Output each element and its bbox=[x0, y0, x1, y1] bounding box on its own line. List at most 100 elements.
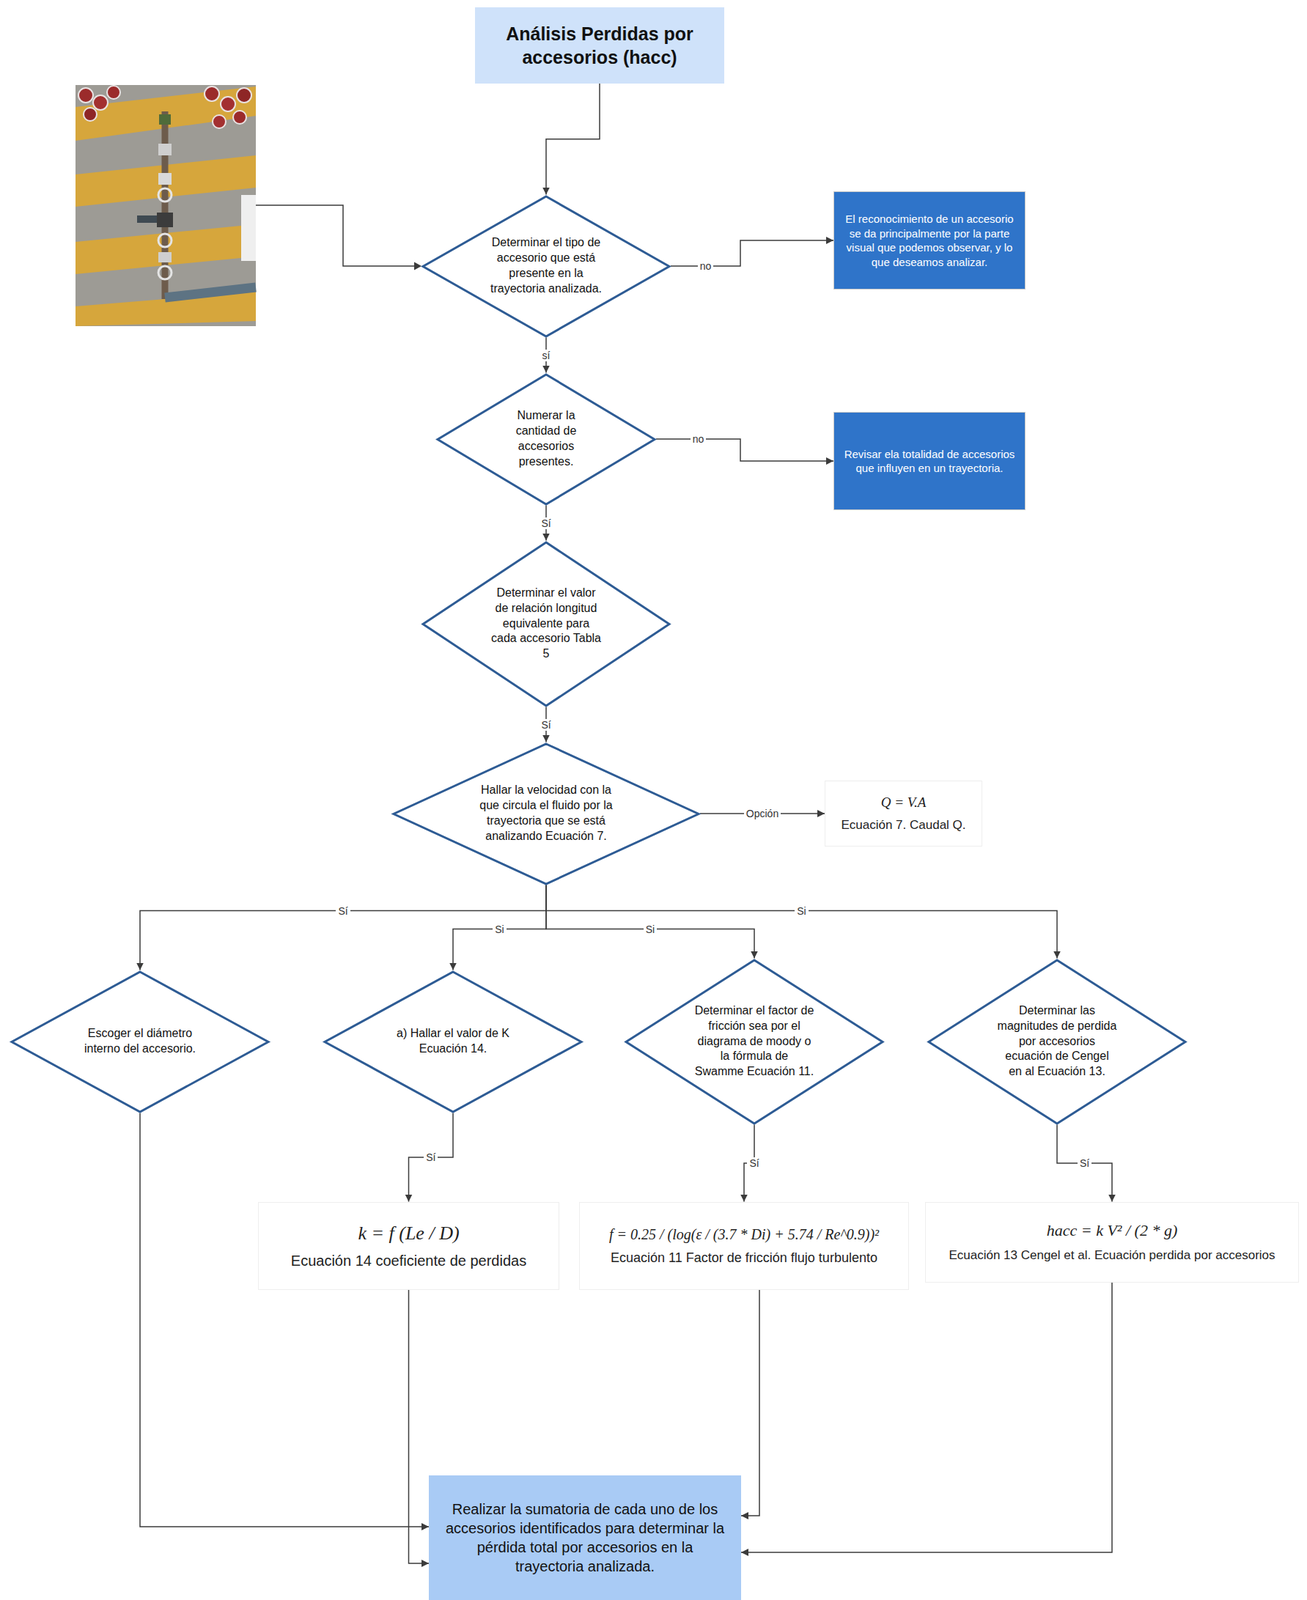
node-caption: Ecuación 13 Cengel et al. Ecuación perdi… bbox=[948, 1247, 1275, 1264]
connector bbox=[741, 1290, 760, 1517]
node-text: Determinar las magnitudes de perdida por… bbox=[997, 1003, 1118, 1080]
decision-diamond: Escoger el diámetro interno del accesori… bbox=[10, 970, 270, 1114]
connector bbox=[744, 1125, 755, 1203]
diamond-shape bbox=[422, 196, 670, 337]
diamond-outline bbox=[421, 194, 671, 338]
diamond-shape bbox=[437, 374, 655, 505]
decision-diamond: Determinar el factor de fricción sea por… bbox=[624, 958, 885, 1126]
node-caption: Ecuación 14 coeficiente de perdidas bbox=[291, 1251, 527, 1271]
diamond-shape bbox=[393, 744, 699, 885]
node-text: Escoger el diámetro interno del accesori… bbox=[80, 1026, 201, 1058]
equation-box: hacc = k V² / (2 * g) Ecuación 13 Cengel … bbox=[925, 1202, 1299, 1283]
edge-label: Sí bbox=[1077, 1157, 1092, 1170]
decision-diamond: Hallar la velocidad con la que circula e… bbox=[392, 742, 701, 886]
pipe-cap bbox=[93, 95, 108, 110]
pipe-hose bbox=[164, 287, 256, 298]
decision-diamond: a) Hallar el valor de K Ecuación 14. bbox=[323, 970, 583, 1114]
node-caption: Ecuación 11 Factor de fricción flujo tur… bbox=[610, 1249, 878, 1267]
pipe-cap bbox=[220, 96, 236, 112]
node-text: Determinar el tipo de accesorio que está… bbox=[488, 235, 604, 297]
pipe-fitting bbox=[159, 114, 171, 125]
tee-fitting bbox=[156, 212, 173, 228]
edge-label: Sí bbox=[335, 905, 350, 918]
connector bbox=[453, 885, 547, 971]
valve-handle bbox=[158, 233, 172, 248]
connector bbox=[545, 337, 547, 374]
edge-label: no bbox=[697, 260, 714, 272]
edge-label: Sí bbox=[423, 1151, 438, 1164]
diamond-text: Escoger el diámetro interno del accesori… bbox=[80, 1026, 201, 1058]
pipe-cap bbox=[236, 87, 252, 103]
diamond-shape bbox=[11, 972, 269, 1113]
node-text: Revisar ela totalidad de accesorios que … bbox=[842, 447, 1016, 476]
connector bbox=[545, 707, 547, 743]
node-text: El reconocimiento de un accesorio se da … bbox=[842, 211, 1016, 270]
diamond-text: a) Hallar el valor de K Ecuación 14. bbox=[393, 1026, 514, 1058]
edge-label: Opción bbox=[744, 807, 781, 820]
node-text: Numerar la cantidad de accesorios presen… bbox=[495, 408, 597, 470]
diamond-text: Determinar el valor de relación longitud… bbox=[488, 585, 604, 662]
title-box: Análisis Perdidas por accesorios (hacc) bbox=[475, 7, 725, 84]
note-box: El reconocimiento de un accesorio se da … bbox=[833, 191, 1026, 290]
edge-label: Sí bbox=[746, 1157, 761, 1170]
edge-label: Si bbox=[492, 923, 506, 936]
leader-line bbox=[255, 205, 415, 267]
diamond-text: Numerar la cantidad de accesorios presen… bbox=[495, 408, 597, 470]
diamond-shape bbox=[928, 960, 1186, 1124]
connector bbox=[140, 1113, 429, 1528]
connector bbox=[656, 439, 834, 462]
edge-label: no bbox=[690, 433, 707, 445]
equation-box: k = f (Le / D) Ecuación 14 coeficiente de… bbox=[258, 1202, 560, 1291]
diamond-text: Determinar el tipo de accesorio que está… bbox=[488, 235, 604, 297]
node-text: Análisis Perdidas por accesorios (hacc) bbox=[486, 21, 713, 70]
diamond-shape bbox=[422, 542, 670, 706]
connector bbox=[1057, 1125, 1113, 1203]
node-text: Q = V.A bbox=[881, 793, 927, 813]
pipe-cap bbox=[83, 107, 97, 121]
node-text: hacc = k V² / (2 * g) bbox=[1046, 1220, 1178, 1242]
result-box: Realizar la sumatoria de cada uno de los… bbox=[428, 1475, 742, 1600]
edge-label: sí bbox=[540, 349, 553, 362]
node-caption: Ecuación 7. Caudal Q. bbox=[840, 817, 966, 834]
decision-diamond: Determinar el tipo de accesorio que está… bbox=[421, 194, 671, 338]
leader-arrowhead bbox=[414, 262, 422, 271]
node-text: Hallar la velocidad con la que circula e… bbox=[475, 782, 618, 844]
connector bbox=[546, 83, 600, 195]
equation-box: Q = V.A Ecuación 7. Caudal Q. bbox=[824, 780, 983, 847]
node-text: Realizar la sumatoria de cada uno de los… bbox=[442, 1499, 728, 1577]
diamond-outline bbox=[323, 970, 583, 1114]
pipe-cap bbox=[107, 85, 121, 99]
edge-label: Si bbox=[794, 905, 808, 918]
valve bbox=[158, 252, 172, 263]
diamond-text: Determinar las magnitudes de perdida por… bbox=[997, 1003, 1118, 1080]
valve bbox=[158, 172, 172, 185]
connector bbox=[140, 885, 547, 971]
connector bbox=[409, 1113, 454, 1203]
diamond-outline bbox=[436, 373, 657, 506]
photo-white-object bbox=[241, 194, 256, 261]
diamond-text: Hallar la velocidad con la que circula e… bbox=[475, 782, 618, 844]
diamond-text: Determinar el factor de fricción sea por… bbox=[694, 1003, 815, 1080]
node-text: a) Hallar el valor de K Ecuación 14. bbox=[393, 1026, 514, 1058]
pipe-cap bbox=[233, 110, 247, 124]
node-text: Determinar el factor de fricción sea por… bbox=[694, 1003, 815, 1080]
diamond-shape bbox=[324, 972, 582, 1113]
node-text: k = f (Le / D) bbox=[357, 1221, 459, 1247]
diamond-outline bbox=[10, 970, 270, 1114]
edge-label: Sí bbox=[538, 517, 553, 530]
decision-diamond: Numerar la cantidad de accesorios presen… bbox=[436, 373, 657, 506]
connector bbox=[670, 240, 834, 267]
diamond-outline bbox=[392, 742, 701, 886]
valve-handle bbox=[158, 188, 172, 202]
fittings-photo bbox=[75, 85, 256, 327]
connector bbox=[546, 885, 1058, 959]
diamond-shape bbox=[626, 960, 883, 1124]
equation-box: f = 0.25 / (log(ε / (3.7 * Di) + 5.74 / … bbox=[579, 1202, 909, 1291]
connector bbox=[741, 1282, 1113, 1554]
connector bbox=[545, 505, 547, 541]
decision-diamond: Determinar las magnitudes de perdida por… bbox=[927, 958, 1187, 1126]
pipe-cap bbox=[212, 115, 226, 129]
valve-handle bbox=[158, 266, 172, 280]
node-text: Determinar el valor de relación longitud… bbox=[488, 585, 604, 662]
